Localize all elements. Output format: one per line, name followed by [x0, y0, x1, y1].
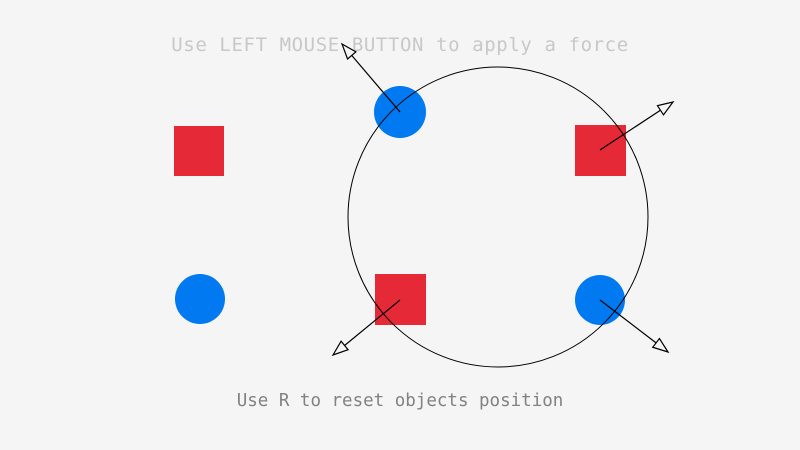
force-arrow-head: [651, 337, 670, 354]
force-arrow-line: [349, 53, 401, 113]
physics-box[interactable]: [375, 274, 426, 325]
physics-box[interactable]: [575, 125, 626, 176]
force-arrow-head: [340, 42, 357, 60]
force-arrow-head: [331, 340, 350, 357]
physics-ball[interactable]: [175, 274, 225, 324]
instruction-apply-force: Use LEFT MOUSE BUTTON to apply a force: [171, 34, 629, 56]
instruction-reset: Use R to reset objects position: [236, 391, 564, 411]
constraint-circle-outline: [347, 66, 649, 368]
force-arrow-line: [342, 299, 401, 348]
force-arrow-line: [599, 299, 659, 345]
physics-box[interactable]: [174, 126, 224, 176]
force-arrow-head: [656, 101, 675, 116]
force-arrow-line: [599, 108, 663, 151]
